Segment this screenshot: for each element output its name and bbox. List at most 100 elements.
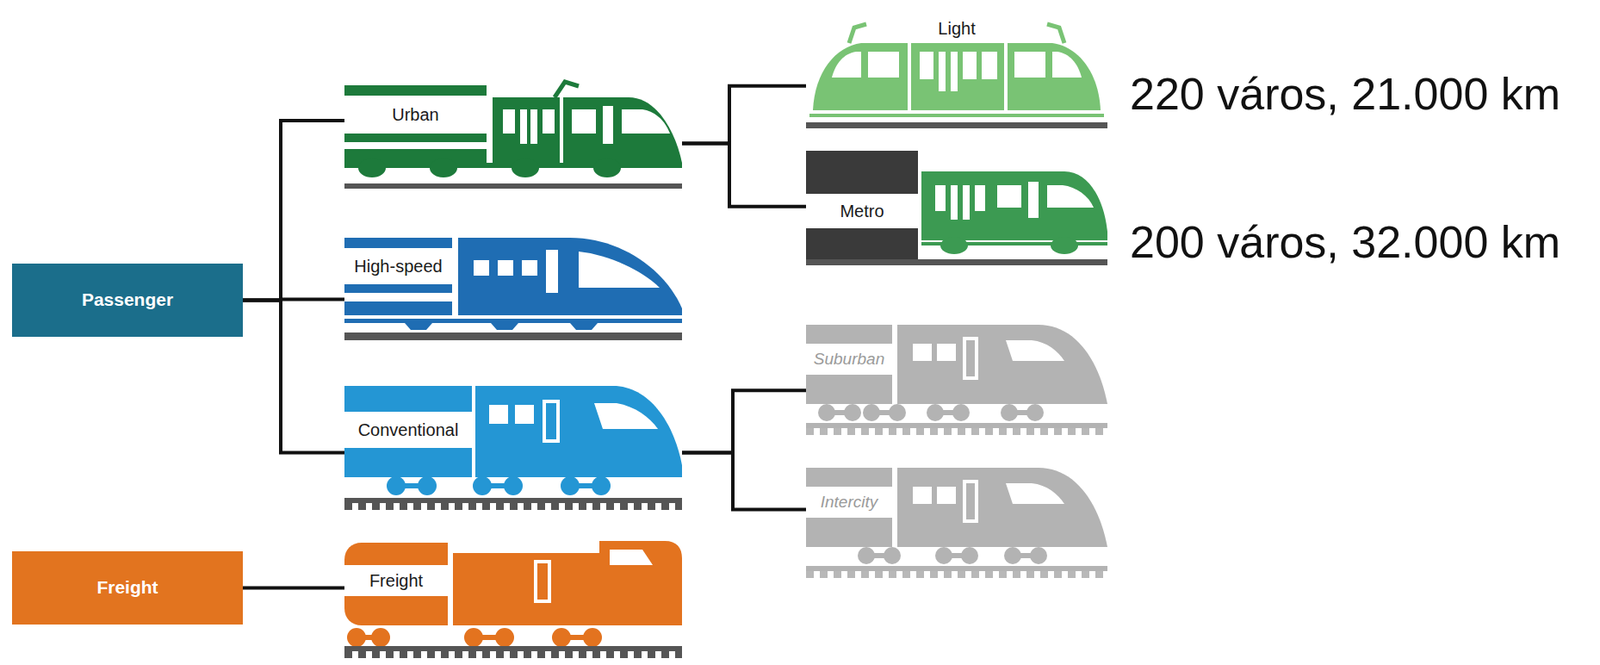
metro-train-art-part <box>806 228 918 260</box>
suburban-train-art-part <box>1026 403 1044 422</box>
metro-train-art-part <box>921 171 1108 255</box>
freight-train-art-part <box>582 627 602 647</box>
high-speed-train-art-part <box>473 249 660 293</box>
freight-train-art-part <box>344 651 683 658</box>
urban-train-art-part <box>429 158 458 178</box>
suburban-train-art-part <box>897 324 1108 404</box>
urban-train-art-part-part <box>542 109 555 134</box>
light-rail-art-part <box>812 43 1101 111</box>
label-band: Freight <box>344 564 448 596</box>
freight-train-art-part <box>535 561 550 602</box>
conventional-train-art-part <box>472 476 492 496</box>
train-node: High-speed <box>344 234 683 345</box>
metro-train-art <box>806 150 1108 266</box>
freight-train-art-part <box>464 627 484 647</box>
urban-train-art-part <box>511 158 540 178</box>
suburban-train-art-part <box>818 403 836 422</box>
urban-train-art-part <box>344 133 487 143</box>
freight-train-art-part <box>452 540 683 626</box>
freight-train-art-part <box>371 627 391 647</box>
urban-train-art-part-part <box>530 109 538 144</box>
high-speed-train-art-part-part <box>497 260 514 276</box>
conventional-train-art-part-part <box>594 403 658 429</box>
metro-train-art-part <box>935 181 1094 220</box>
bracket-connector <box>242 300 345 453</box>
urban-train-art-part-part <box>571 109 596 134</box>
conventional-train-art-part <box>344 497 683 503</box>
train-node: Metro <box>806 150 1108 267</box>
train-label: Light <box>937 18 975 39</box>
light-rail-art-part-part <box>981 51 998 80</box>
urban-train-art-part <box>344 183 683 189</box>
metro-train-art-part-part <box>1028 181 1039 218</box>
intercity-train-art-part-part <box>912 486 932 504</box>
high-speed-train-art-part <box>344 237 453 249</box>
urban-train-art-part <box>593 158 621 178</box>
intercity-train-art-part <box>897 467 1108 547</box>
light-rail-art-part-part <box>919 51 934 80</box>
metro-train-art-part-part <box>935 185 946 211</box>
statistic-note: 200 város, 32.000 km <box>1129 217 1561 269</box>
category-box: Passenger <box>12 263 243 337</box>
high-speed-train-art-part <box>344 301 453 316</box>
intercity-train-art-part <box>1004 546 1022 565</box>
urban-train-art-part <box>344 85 487 96</box>
metro-train-art-part <box>806 259 1108 266</box>
label-band: Intercity <box>806 486 893 518</box>
train-label: Suburban <box>813 349 885 369</box>
metro-train-art-part-part <box>974 185 986 211</box>
category-label: Passenger <box>81 289 174 311</box>
freight-train-art-part <box>344 595 448 626</box>
train-label: Intercity <box>820 492 879 512</box>
train-label: Urban <box>391 105 439 125</box>
suburban-train-art-part <box>912 340 1065 361</box>
light-rail-art-part <box>809 113 1104 118</box>
intercity-train-art-part <box>883 546 901 565</box>
label-band: Light <box>900 15 1013 42</box>
light-rail-art-part <box>806 122 1108 129</box>
statistic-note: 220 város, 21.000 km <box>1129 68 1561 121</box>
intercity-train-art-part-part <box>936 486 956 504</box>
urban-train-art-part-part <box>520 109 528 144</box>
suburban-train-art-part <box>888 403 906 422</box>
high-speed-train-art-part <box>490 322 519 330</box>
freight-train-art-part <box>344 645 683 652</box>
suburban-train-art-part <box>806 427 1108 435</box>
light-rail-art-part-part <box>831 51 862 78</box>
suburban-train-art-part <box>1000 403 1018 422</box>
intercity-train-art-part <box>806 570 1108 578</box>
light-rail-art-part <box>831 43 1082 111</box>
train-node: Suburban <box>806 324 1108 449</box>
train-node: Conventional <box>344 382 683 515</box>
bracket-connector <box>682 452 807 510</box>
light-rail-art-part-part <box>1052 51 1082 78</box>
high-speed-train-art <box>344 237 683 341</box>
high-speed-train-art-part <box>458 237 683 316</box>
metro-train-art-part <box>806 150 918 194</box>
high-speed-train-art-part-part <box>521 260 538 276</box>
light-rail-art-part-part <box>1004 43 1008 111</box>
light-rail-art <box>806 24 1108 129</box>
conventional-train-art-part <box>489 403 658 429</box>
suburban-train-art-part <box>806 324 893 344</box>
bracket-connector <box>242 586 345 590</box>
intercity-train-art-part <box>1029 546 1048 565</box>
urban-train-art-part <box>358 158 386 178</box>
conventional-train-art-part <box>560 476 580 496</box>
conventional-train-art-part <box>344 385 472 412</box>
intercity-train-art-part <box>964 481 977 521</box>
suburban-train-art-part <box>806 422 1108 428</box>
suburban-train-art-part-part <box>936 343 956 361</box>
light-rail-art-part-part <box>938 51 946 92</box>
light-rail-art-part-part <box>1014 51 1046 78</box>
intercity-train-art-part <box>806 517 893 547</box>
label-band: Conventional <box>344 413 472 447</box>
label-band: Metro <box>806 193 918 229</box>
light-rail-art-part-part <box>907 43 912 111</box>
urban-train-art-part-part <box>621 109 670 134</box>
suburban-train-art-part <box>926 403 944 422</box>
label-band: High-speed <box>344 249 453 283</box>
urban-train-art <box>344 81 683 189</box>
train-label: Conventional <box>358 420 459 441</box>
metro-train-art-part-part <box>1050 236 1079 255</box>
